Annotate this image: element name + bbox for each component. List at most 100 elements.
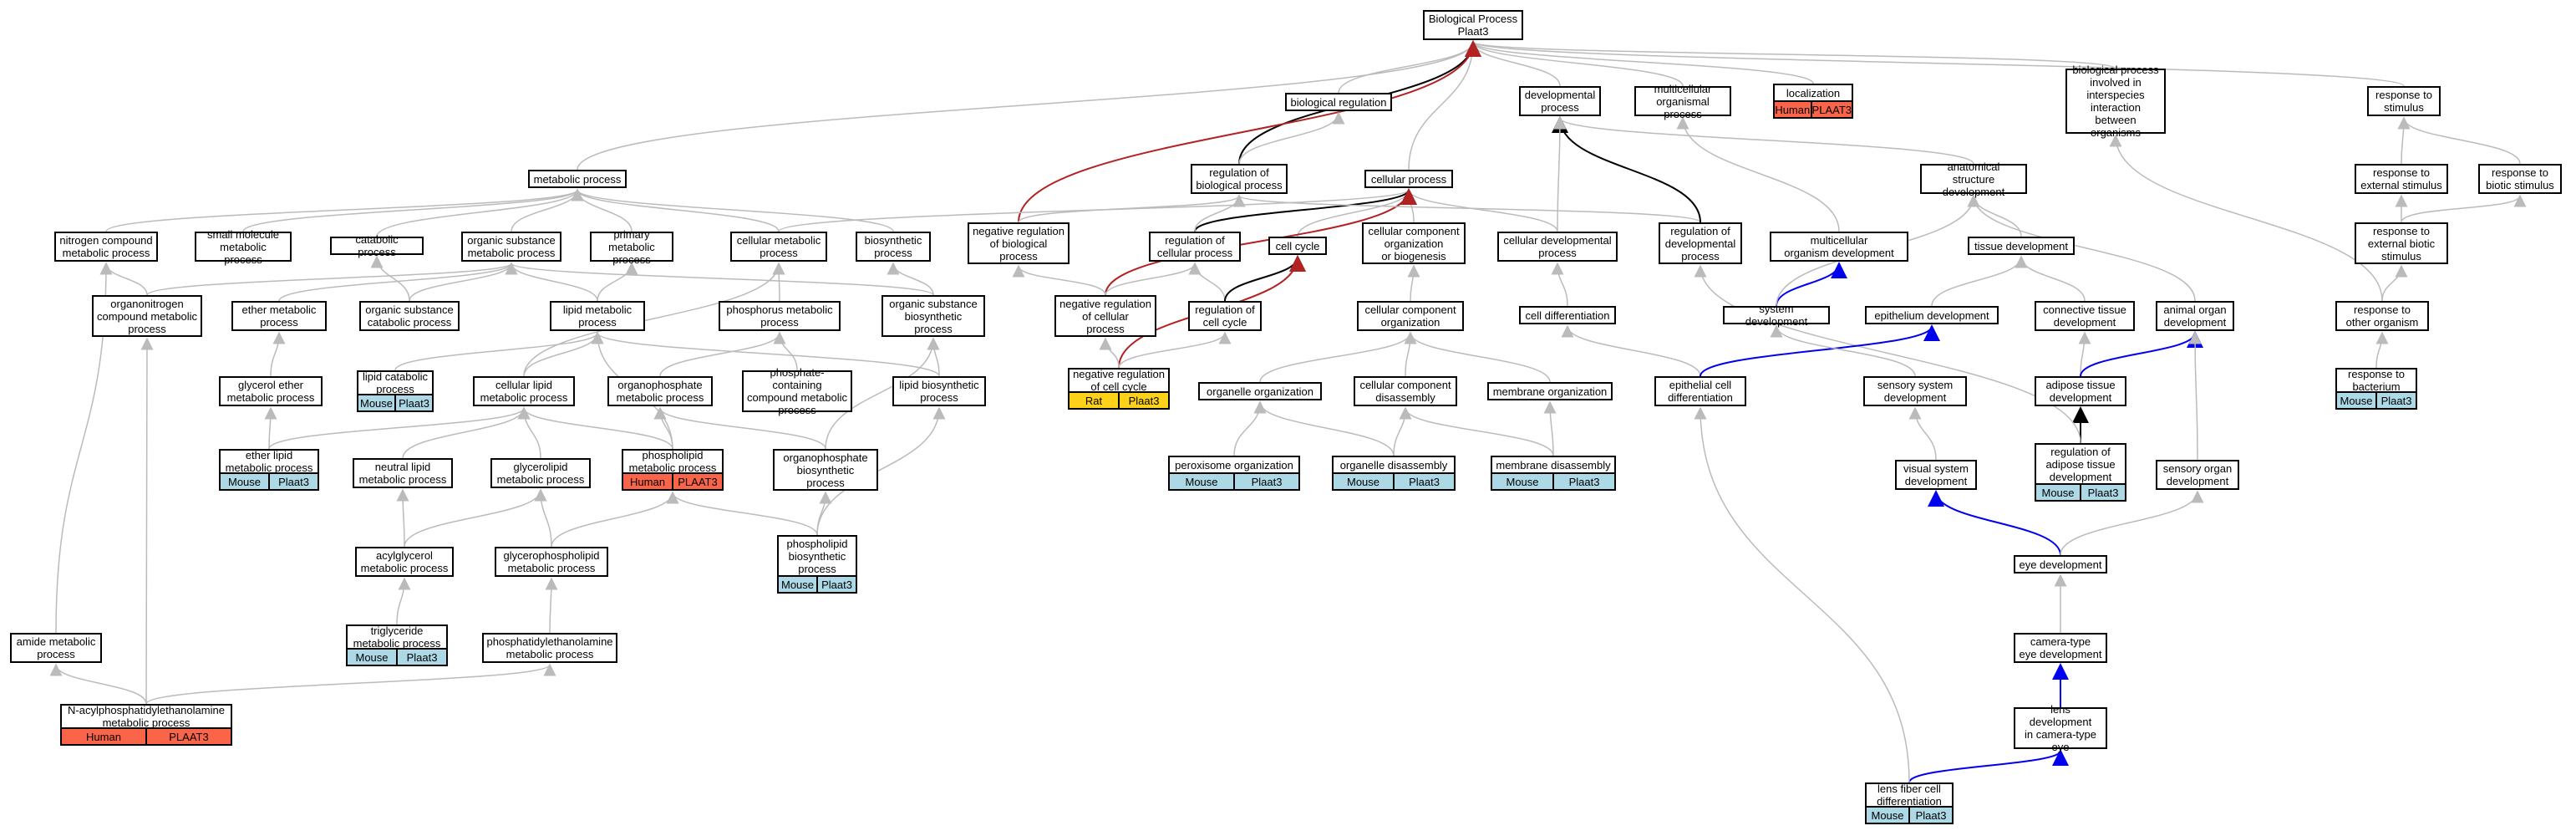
go-term-epidev[interactable]: epithelium development [1865,306,1999,324]
go-term-phosbio[interactable]: phospholipid biosynthetic process [777,535,857,577]
go-term-sensorg[interactable]: sensory organ development [2156,460,2239,490]
edge-lipidbio-to-lipidmet [591,331,940,377]
go-term-adipdev[interactable]: adipose tissue development [2035,376,2126,406]
go-term-orgsub[interactable]: organic substance metabolic process [461,232,561,262]
go-term-etherlipid[interactable]: ether lipid metabolic process [219,449,319,474]
go-term-phosmet[interactable]: phosphorus metabolic process [719,301,841,331]
species-name: Mouse [359,396,394,410]
go-term-smallmol[interactable]: small molecule metabolic process [195,228,292,266]
go-term-celldev[interactable]: cellular developmental process [1497,232,1618,262]
go-term-perox[interactable]: peroxisome organization [1168,456,1300,474]
go-term-cellproc[interactable]: cellular process [1364,170,1453,188]
go-term-respbio[interactable]: response to biotic stimulus [2478,164,2562,194]
go-term-primmet[interactable]: primary metabolic process [590,228,673,266]
go-term-ccorg[interactable]: cellular component organization [1357,301,1464,331]
go-term-nitro[interactable]: nitrogen compound metabolic process [54,232,158,262]
go-term-neutral[interactable]: neutral lipid metabolic process [353,458,453,488]
edge-epidiff-to-epidev [1700,324,1940,377]
edge-orgphosbio-to-orgsubbio [825,337,940,450]
go-term-respother[interactable]: response to other organism [2335,301,2429,331]
go-term-glycether[interactable]: glycerol ether metabolic process [219,376,323,406]
go-term-camera[interactable]: camera-type eye development [2014,633,2107,663]
go-term-biosyn[interactable]: biosynthetic process [856,232,931,262]
go-term-lipidmet[interactable]: lipid metabolic process [550,301,645,331]
go-term-respstim[interactable]: response to stimulus [2367,86,2441,116]
go-term-cellmet[interactable]: cellular metabolic process [730,232,827,262]
go-term-nape[interactable]: N-acylphosphatidylethanolamine metabolic… [60,704,232,729]
edge-regcp-to-cellproc [1194,188,1417,232]
go-term-ccob[interactable]: cellular component organization or bioge… [1362,222,1466,264]
go-term-regcc[interactable]: regulation of cell cycle [1188,301,1262,331]
go-term-memorg[interactable]: membrane organization [1487,382,1613,400]
go-term-trigly[interactable]: triglyceride metabolic process [346,624,448,650]
go-term-negregcp[interactable]: negative regulation of cellular process [1054,295,1156,337]
go-term-celllipid[interactable]: cellular lipid metabolic process [473,376,575,406]
go-term-glycero[interactable]: glycerolipid metabolic process [490,458,591,488]
go-term-orgsubbio[interactable]: organic substance biosynthetic process [882,295,985,337]
go-term-ccdis[interactable]: cellular component disassembly [1354,376,1457,406]
go-term-pe[interactable]: phosphatidylethanolamine metabolic proce… [482,633,617,663]
go-term-lipidbio[interactable]: lipid biosynthetic process [892,376,986,406]
go-term-memdis[interactable]: membrane disassembly [1491,456,1616,474]
go-term-glycphos[interactable]: glycerophospholipid metabolic process [495,547,608,577]
edge-tissdev-to-anatdev [1967,194,2022,237]
go-term-lens[interactable]: lens development in camera-type eye [2014,703,2107,753]
go-term-amide[interactable]: amide metabolic process [10,633,102,663]
go-term-ether[interactable]: ether metabolic process [231,301,327,331]
go-term-phospho[interactable]: phospholipid metabolic process [622,449,724,474]
gene-name: PLAAT3 [145,729,231,744]
go-term-negregbp[interactable]: negative regulation of biological proces… [968,222,1070,264]
edge-regdev-to-devproc [1552,116,1701,223]
go-term-anatdev[interactable]: anatomical structure development [1920,161,2027,198]
edge-multidev-to-mcop [1676,116,1840,232]
species-name: Mouse [355,650,389,664]
go-term-regbp[interactable]: regulation of biological process [1191,164,1288,194]
go-term-local[interactable]: localization [1773,84,1853,102]
go-term-multidev[interactable]: multicellular organism development [1770,232,1908,262]
go-term-orgnitro[interactable]: organonitrogen compound metabolic proces… [92,295,202,337]
edge-memorg-to-ccorg [1404,331,1551,383]
go-term-lensfib[interactable]: lens fiber cell differentiation [1865,782,1954,808]
go-term-visdev[interactable]: visual system development [1895,460,1977,490]
go-term-catab[interactable]: catabolic process [330,233,424,258]
go-term-regcp[interactable]: regulation of cellular process [1149,232,1241,262]
edge-mcop-to-bp [1466,40,1684,87]
go-term-regadip[interactable]: regulation of adipose tissue development [2035,443,2126,485]
go-term-bp[interactable]: Biological Process Plaat3 [1423,10,1523,40]
go-term-organorg[interactable]: organelle organization [1198,382,1322,400]
go-term-respextbio[interactable]: response to external biotic stimulus [2355,222,2448,264]
go-term-cellcycle[interactable]: cell cycle [1268,237,1327,255]
edge-negregcp-to-cellproc [1105,188,1417,296]
edge-cellmet-to-metab [571,188,780,232]
go-term-orgphos[interactable]: organophosphate metabolic process [607,376,713,406]
go-term-sysdev[interactable]: system development [1723,303,1830,328]
go-term-phoscont[interactable]: phosphate-containing compound metabolic … [742,366,852,416]
go-term-negregcc[interactable]: negative regulation of cell cycle [1068,368,1170,393]
go-term-orgphosbio[interactable]: organophosphate biosynthetic process [773,449,878,491]
go-term-metab[interactable]: metabolic process [528,170,627,188]
go-term-epidiff[interactable]: epithelial cell differentiation [1654,376,1746,406]
go-term-devproc[interactable]: developmental process [1519,86,1601,116]
go-term-bioreg[interactable]: biological regulation [1285,93,1392,111]
go-term-eyedev[interactable]: eye development [2014,555,2107,573]
go-term-celldiff[interactable]: cell differentiation [1519,306,1616,324]
go-term-lipidcat[interactable]: lipid catabolic process [357,370,434,395]
go-term-acylgly[interactable]: acylglycerol metabolic process [355,547,454,577]
go-term-animorg[interactable]: animal organ development [2156,301,2234,331]
go-term-sensdev[interactable]: sensory system development [1863,376,1967,406]
go-term-bpinter[interactable]: biological process involved in interspec… [2065,64,2166,139]
go-term-orgdis[interactable]: organelle disassembly [1332,456,1456,474]
go-term-respbact[interactable]: response to bacterium [2335,368,2417,393]
edge-sensorg-to-animorg [2188,331,2202,461]
edge-respstim-to-bp [1467,40,2405,87]
go-term-conndev[interactable]: connective tissue development [2035,301,2135,331]
go-term-mcop[interactable]: multicellular organismal process [1634,83,1731,120]
edge-phosbio-to-orgphosbio [816,491,832,536]
go-term-regdev[interactable]: regulation of developmental process [1659,222,1742,264]
go-term-orgsubcat[interactable]: organic substance catabolic process [359,301,460,331]
edge-lipidmet-to-primmet [597,262,638,302]
edge-cellproc-to-bp [1408,40,1480,171]
go-term-respext[interactable]: response to external stimulus [2355,164,2448,194]
go-term-tissdev[interactable]: tissue development [1968,237,2075,255]
